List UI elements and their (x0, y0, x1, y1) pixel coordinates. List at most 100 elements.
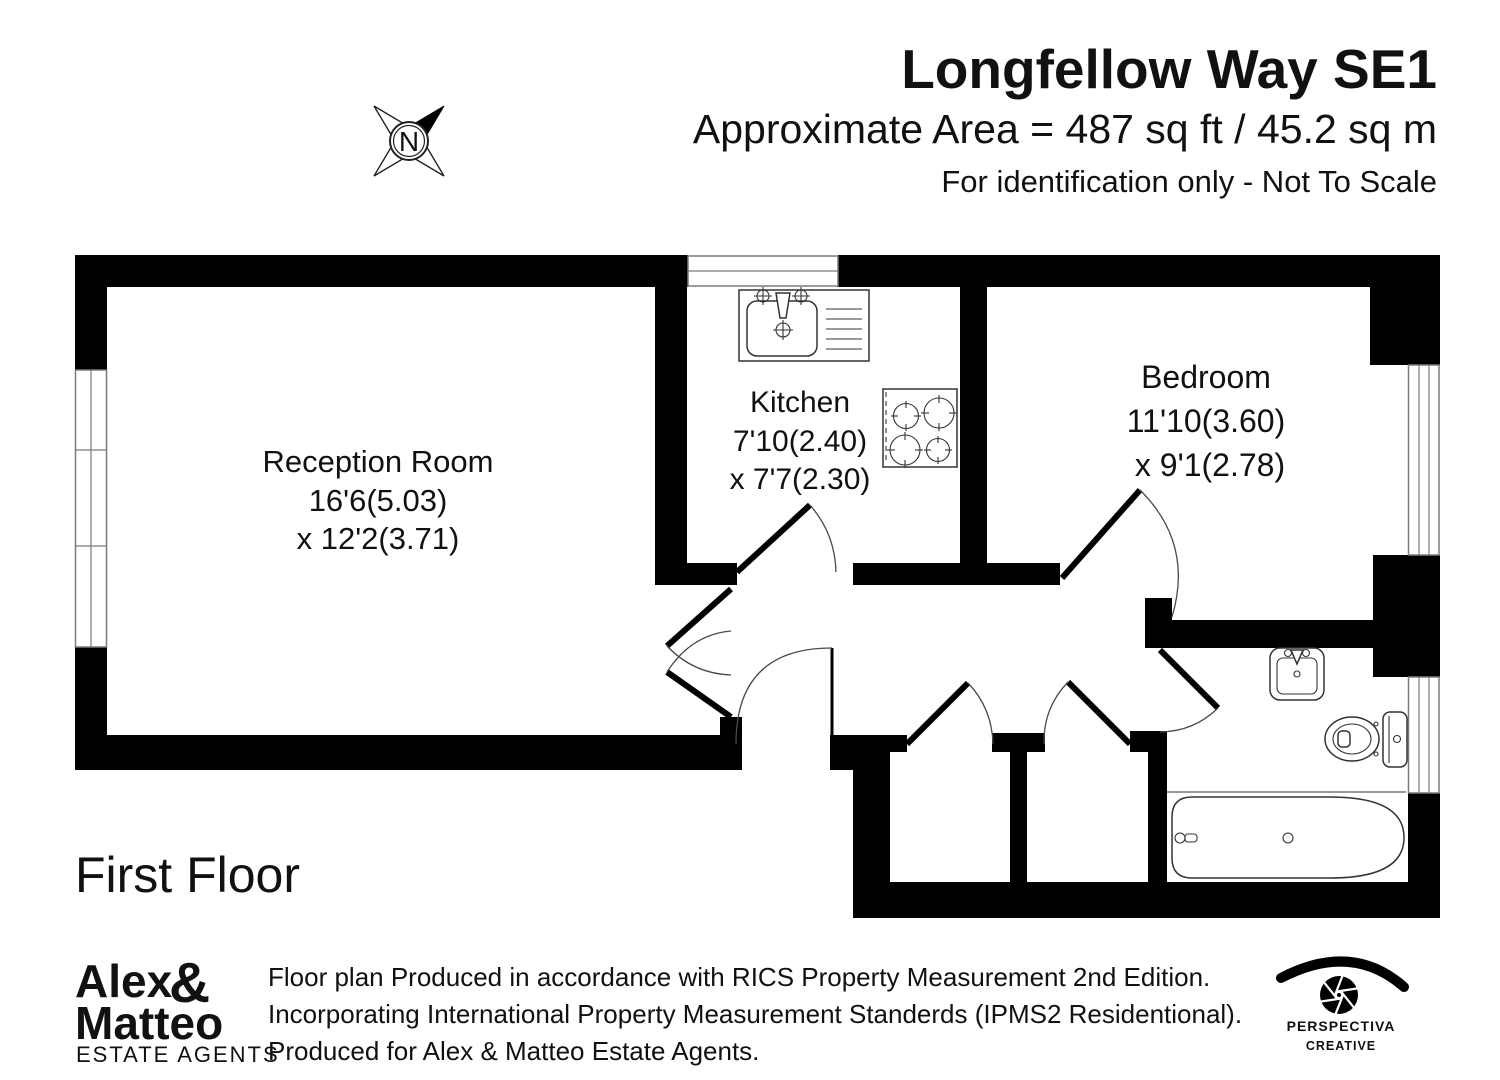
bathtub-drain (1282, 832, 1294, 844)
toilet-bolt (1373, 721, 1379, 727)
producer-name: PERSPECTIVA (1287, 1018, 1396, 1034)
door-swing-arc (1159, 707, 1219, 733)
wall-segment (1370, 287, 1440, 365)
doors (665, 488, 1221, 747)
wall-segment (853, 882, 1440, 918)
entrance-door (735, 647, 834, 745)
bathroom-fixtures (1167, 647, 1408, 879)
compass-ring-inner (392, 124, 426, 158)
disclaimer-line-3: Produced for Alex & Matteo Estate Agents… (268, 1036, 759, 1066)
bathroom-basin (1269, 647, 1325, 701)
toilet-flush-hole (1337, 730, 1351, 748)
door-swing-arc (735, 647, 833, 745)
basin-drain (1293, 670, 1301, 678)
wall-segment (720, 717, 742, 735)
door-swing-arc (666, 645, 732, 676)
agency-ampersand: & (169, 951, 210, 1015)
reception-room-label: Reception Room (263, 444, 494, 479)
aperture-blades (1319, 975, 1359, 1015)
footer-disclaimer: Floor plan Produced in accordance with R… (268, 962, 1242, 1066)
bedroom-door (1059, 488, 1179, 618)
floor-level-label: First Floor (75, 847, 300, 903)
walls (75, 255, 1440, 918)
door-leaf (665, 669, 733, 720)
reception-room-dim1: 16'6(5.03) (309, 483, 448, 518)
compass-north-label: N (399, 126, 419, 157)
wall-segment (987, 563, 1060, 585)
bedroom-dim2: x 9'1(2.78) (1135, 447, 1285, 483)
agency-name-top: Alex (75, 955, 173, 1007)
door-swing-arc (1043, 681, 1069, 745)
bathtub-outline (1171, 796, 1405, 879)
producer-division: CREATIVE (1306, 1039, 1376, 1053)
sink-tap-symbols (754, 287, 810, 340)
door-leaf (1157, 647, 1221, 711)
toilet-bolt (1373, 751, 1379, 757)
agency-logo: Alex & Matteo ESTATE AGENTS (75, 951, 280, 1067)
toilet-cistern (1382, 711, 1408, 768)
window-frame (1407, 364, 1440, 556)
eyebrow-icon (1276, 956, 1409, 992)
sink-faucet-icon (775, 292, 791, 319)
disclaimer-line-2: Incorporating International Property Mea… (268, 999, 1242, 1029)
toilet-cistern-button (1392, 734, 1402, 744)
room-labels: Reception Room 16'6(5.03) x 12'2(3.71) K… (263, 359, 1286, 556)
kitchen-fixtures (738, 287, 958, 468)
bathtub (1171, 796, 1405, 879)
wall-segment (655, 563, 737, 585)
wall-segment (992, 733, 1045, 752)
cupboard-door-left (904, 680, 994, 747)
wall-segment (1373, 555, 1440, 677)
wall-segment (838, 255, 1440, 287)
bedroom-dim1: 11'10(3.60) (1127, 403, 1286, 439)
aperture-center-dot (1337, 993, 1341, 997)
wall-segment (1010, 752, 1027, 882)
wall-segment (830, 735, 890, 770)
sink-drainer (826, 308, 862, 350)
door-swing-arc (1139, 489, 1179, 618)
wall-segment (1145, 620, 1408, 648)
door-leaf (904, 680, 971, 747)
wall-segment (75, 735, 742, 770)
kitchen-dim2: x 7'7(2.30) (730, 463, 871, 496)
agency-name-bottom: Matteo (75, 997, 223, 1049)
bathroom-window (1407, 676, 1440, 794)
compass-ring-outer (389, 121, 429, 161)
header: Longfellow Way SE1 Approximate Area = 48… (693, 38, 1437, 199)
wall-segment (75, 255, 107, 370)
compass-icon: N (373, 105, 445, 177)
bedroom-label: Bedroom (1141, 359, 1271, 395)
reception-room-dim2: x 12'2(3.71) (297, 521, 460, 556)
door-swing-arc (666, 630, 732, 673)
disclaimer-line-1: Floor plan Produced in accordance with R… (268, 962, 1210, 992)
wall-segment (853, 563, 987, 585)
door-swing-arc (967, 682, 994, 745)
basin-outline (1269, 647, 1325, 701)
door-leaf (1059, 488, 1143, 580)
basin-faucet-icon (1289, 649, 1305, 666)
agency-tagline: ESTATE AGENTS (76, 1042, 280, 1067)
kitchen-hob (882, 388, 958, 468)
kitchen-label: Kitchen (750, 386, 850, 419)
wall-segment (1145, 598, 1172, 620)
wall-segment (853, 770, 890, 882)
bathtub-tap-handle (1184, 833, 1198, 843)
reception-double-door (665, 586, 733, 720)
toilet-bowl-inner (1332, 723, 1372, 755)
kitchen-dim1: 7'10(2.40) (733, 425, 867, 458)
window-frame (1407, 676, 1440, 794)
bedroom-window (1407, 364, 1440, 556)
not-to-scale-note: For identification only - Not To Scale (941, 164, 1437, 199)
wall-segment (1130, 731, 1167, 752)
footer: Alex & Matteo ESTATE AGENTS Floor plan P… (75, 951, 1409, 1067)
toilet (1324, 711, 1408, 768)
aperture-blade (1339, 990, 1355, 1009)
door-leaf (734, 502, 813, 575)
wall-segment (1148, 752, 1167, 882)
wall-segment (655, 287, 687, 585)
producer-logo: PERSPECTIVA CREATIVE (1276, 956, 1409, 1053)
bathroom-door (1157, 647, 1221, 733)
approximate-area-text: Approximate Area = 487 sq ft / 45.2 sq m (693, 106, 1437, 152)
